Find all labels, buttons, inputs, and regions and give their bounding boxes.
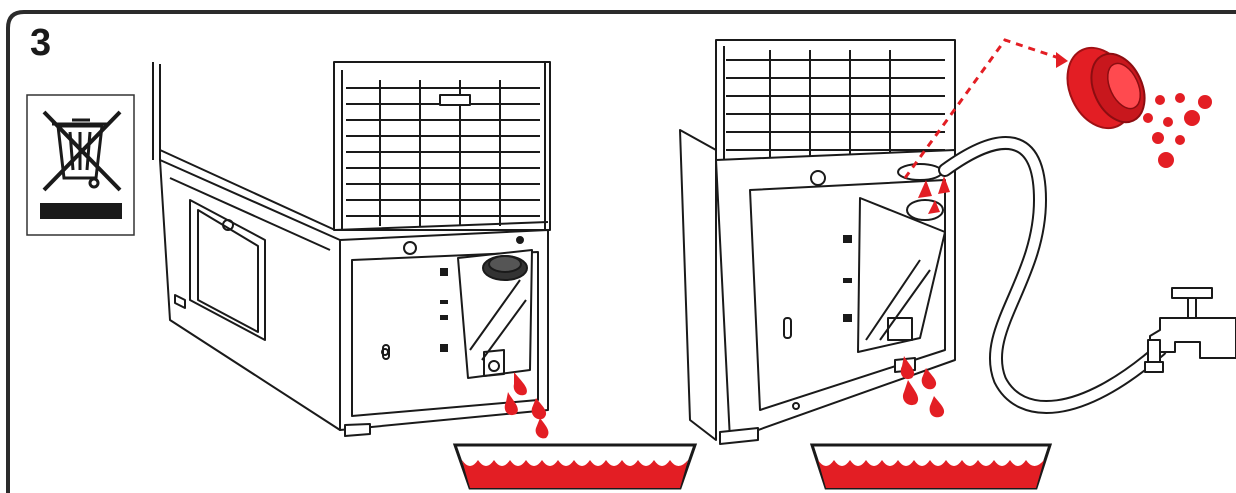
drain-pan-icon: [809, 443, 1053, 490]
drain-cap-icon: [1066, 46, 1146, 130]
unit-right: [679, 39, 956, 445]
unit-left: [152, 61, 551, 437]
faucet-icon: [1144, 287, 1236, 373]
crossed-out-wheelie-bin-icon: [26, 94, 135, 236]
hose-icon: [938, 136, 1167, 414]
water-drops-icon: [504, 372, 549, 439]
step-number: 3: [30, 22, 52, 64]
water-drops-icon: [1143, 93, 1212, 168]
water-drops-icon: [900, 176, 950, 418]
panel-frame: [6, 10, 1236, 493]
pointer-arrow: [903, 38, 1066, 179]
drain-pan-icon: [452, 443, 698, 490]
